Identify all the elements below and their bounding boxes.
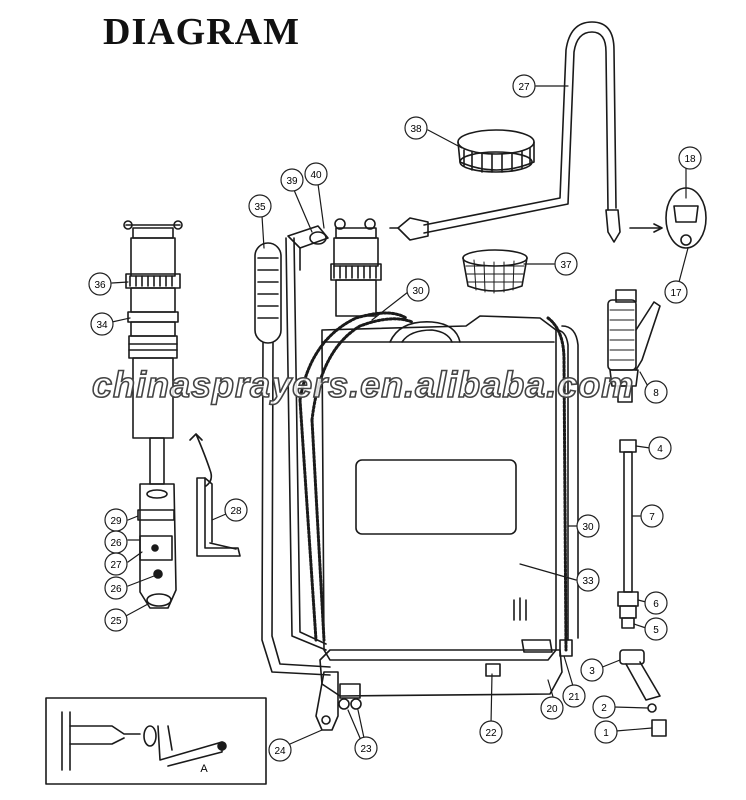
svg-text:34: 34 <box>96 320 108 331</box>
svg-text:26: 26 <box>110 584 122 595</box>
strainer-37 <box>462 249 528 294</box>
callout-30-top: 30 <box>406 278 430 302</box>
callout-6: 6 <box>644 591 668 615</box>
svg-text:4: 4 <box>657 444 663 455</box>
lance-19 <box>389 21 621 243</box>
svg-text:38: 38 <box>410 124 422 135</box>
callout-36: 36 <box>88 272 112 296</box>
callout-19: 27 <box>512 74 536 98</box>
svg-text:5: 5 <box>653 625 659 636</box>
callout-40: 40 <box>304 162 328 186</box>
svg-text:3: 3 <box>589 666 595 677</box>
shoulder-strap-30 <box>298 311 568 652</box>
callout-8: 8 <box>644 380 668 404</box>
outlet-valve-23 <box>315 671 362 731</box>
callout-29: 29 <box>104 508 128 532</box>
callout-7: 7 <box>640 504 664 528</box>
callout-2: 2 <box>592 695 616 719</box>
svg-text:27: 27 <box>518 82 530 93</box>
svg-text:20: 20 <box>546 704 558 715</box>
callout-23: 23 <box>354 736 378 760</box>
callout-24: 24 <box>268 738 292 762</box>
svg-text:33: 33 <box>582 576 594 587</box>
callout-25: 25 <box>104 608 128 632</box>
pump-cylinder-assembly <box>123 220 213 609</box>
page-title: DIAGRAM <box>103 11 300 53</box>
svg-text:23: 23 <box>360 744 372 755</box>
callout-21: 21 <box>562 684 586 708</box>
watermark-text: chinasprayers.en.alibaba.com <box>91 363 635 406</box>
svg-text:18: 18 <box>684 154 696 165</box>
callout-22: 22 <box>479 720 503 744</box>
svg-text:28: 28 <box>230 506 242 517</box>
callout-1: 1 <box>594 720 618 744</box>
svg-text:36: 36 <box>94 280 106 291</box>
callout-35: 35 <box>248 194 272 218</box>
svg-text:27: 27 <box>110 560 122 571</box>
callout-37: 37 <box>554 252 578 276</box>
extension-tube-7 <box>617 439 639 629</box>
inset-detail-a <box>45 697 267 785</box>
svg-text:A: A <box>200 763 208 775</box>
svg-text:30: 30 <box>412 286 424 297</box>
callout-33: 33 <box>576 568 600 592</box>
callout-28: 28 <box>224 498 248 522</box>
callout-30-right: 30 <box>576 514 600 538</box>
svg-text:29: 29 <box>110 516 122 527</box>
callout-5: 5 <box>644 617 668 641</box>
lever-bracket-28 <box>196 477 241 557</box>
callout-markers: 27 38 18 17 40 39 35 36 34 30 37 8 4 7 6… <box>88 74 702 775</box>
callout-26-lower: 26 <box>104 576 128 600</box>
svg-text:22: 22 <box>485 728 497 739</box>
callout-39: 39 <box>280 168 304 192</box>
callout-26-upper: 26 <box>104 530 128 554</box>
nozzle-fittings <box>619 649 667 737</box>
svg-text:7: 7 <box>649 512 655 523</box>
svg-text:30: 30 <box>582 522 594 533</box>
callout-34: 34 <box>90 312 114 336</box>
callout-18: 18 <box>678 146 702 170</box>
callout-4: 4 <box>648 436 672 460</box>
svg-text:40: 40 <box>310 170 322 181</box>
svg-text:21: 21 <box>568 692 580 703</box>
svg-text:8: 8 <box>653 388 659 399</box>
pump-seal-34 <box>127 311 179 323</box>
svg-text:24: 24 <box>274 746 286 757</box>
svg-text:26: 26 <box>110 538 122 549</box>
svg-text:39: 39 <box>286 176 298 187</box>
callout-38: 38 <box>404 116 428 140</box>
filter-cap-38 <box>457 129 535 173</box>
handle-valve-8 <box>607 289 661 403</box>
pump-handle-35 <box>254 242 331 676</box>
svg-text:17: 17 <box>670 288 682 299</box>
svg-text:35: 35 <box>254 202 266 213</box>
svg-text:2: 2 <box>601 703 607 714</box>
svg-text:37: 37 <box>560 260 572 271</box>
inset-letter: A <box>200 763 208 775</box>
tank-33 <box>319 218 579 697</box>
callout-27: 27 <box>104 552 128 576</box>
svg-text:6: 6 <box>653 599 659 610</box>
svg-text:1: 1 <box>603 728 609 739</box>
callout-20: 20 <box>540 696 564 720</box>
leader-lines <box>111 85 689 745</box>
callout-3: 3 <box>580 658 604 682</box>
svg-text:25: 25 <box>110 616 122 627</box>
callout-17: 17 <box>664 280 688 304</box>
nozzle-18 <box>629 187 707 249</box>
